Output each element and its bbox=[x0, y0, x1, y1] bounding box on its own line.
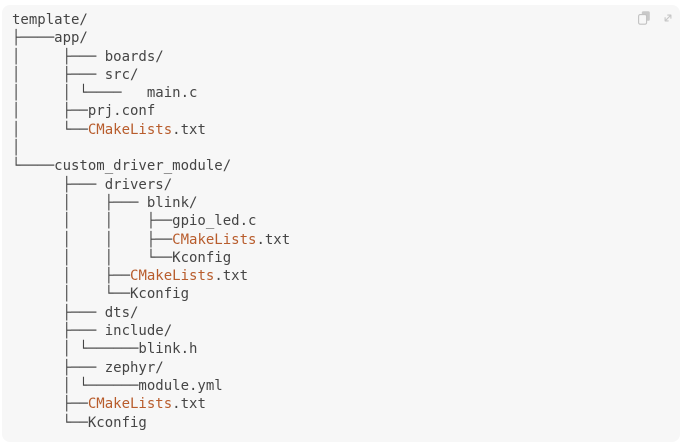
tree-line: │ │ ├──gpio_led.c bbox=[12, 212, 290, 230]
tree-line: ├─── zephyr/ bbox=[12, 359, 290, 377]
tree-text-segment: ├────app/ bbox=[12, 30, 88, 47]
file-tree: template/ ├────app/│ ├─── boards/│ ├─── s… bbox=[12, 11, 290, 432]
tree-line: │ ├─── boards/ bbox=[12, 48, 290, 66]
tree-text-segment: └────custom_driver_module/ bbox=[12, 158, 232, 175]
tree-text-segment: │ ├─── src/ bbox=[12, 66, 139, 83]
tree-text-segment: ├── bbox=[12, 396, 88, 413]
highlighted-token: CMakeLists bbox=[87, 396, 173, 413]
tree-text-segment: │ ├─── boards/ bbox=[12, 48, 164, 65]
tree-text-segment: .txt bbox=[172, 121, 206, 138]
tree-line: │ │ ├──CMakeLists.txt bbox=[12, 231, 291, 249]
tree-text-segment: ├─── include/ bbox=[12, 323, 173, 340]
expand-icon bbox=[662, 12, 674, 27]
tree-text-segment: │ │ ├──gpio_led.c bbox=[12, 213, 257, 230]
tree-line: │ ├──prj.conf bbox=[12, 102, 290, 120]
tree-line: ├──CMakeLists.txt bbox=[12, 395, 290, 413]
tree-line: │ │ └──Kconfig bbox=[12, 249, 290, 267]
code-toolbar bbox=[637, 10, 674, 25]
tree-line: │ └──Kconfig bbox=[12, 285, 290, 303]
tree-line: template/ bbox=[12, 11, 290, 29]
tree-line: │ ├──CMakeLists.txt bbox=[12, 267, 290, 285]
tree-text-segment: template/ bbox=[12, 12, 88, 28]
tree-text-segment: ├─── zephyr/ bbox=[12, 359, 164, 376]
tree-text-segment: │ │ └──── main.c bbox=[12, 85, 198, 102]
copy-button[interactable] bbox=[637, 10, 651, 25]
tree-line: ├─── drivers/ bbox=[12, 176, 290, 194]
tree-text-segment: ├─── drivers/ bbox=[12, 176, 173, 193]
tree-text-segment: .txt bbox=[214, 268, 249, 285]
tree-line: ├─── dts/ bbox=[12, 304, 290, 322]
tree-text-segment: │ │ ├── bbox=[12, 231, 173, 248]
tree-text-segment: │ ├─── blink/ bbox=[12, 194, 198, 211]
highlighted-token: CMakeLists bbox=[130, 268, 215, 285]
tree-line: │ └──CMakeLists.txt bbox=[12, 121, 290, 139]
tree-text-segment: .txt bbox=[172, 396, 206, 413]
tree-text-segment: .txt bbox=[256, 231, 291, 248]
tree-text-segment: ├─── dts/ bbox=[12, 304, 139, 321]
highlighted-token: CMakeLists bbox=[172, 231, 257, 248]
tree-text-segment: │ ├──prj.conf bbox=[12, 103, 156, 120]
expand-button[interactable] bbox=[662, 12, 674, 24]
tree-text-segment: │ └── bbox=[12, 121, 88, 138]
code-block: template/ ├────app/│ ├─── boards/│ ├─── s… bbox=[2, 5, 680, 442]
tree-text-segment: │ └──────module.yml bbox=[12, 377, 223, 394]
tree-text-segment: │ │ └──Kconfig bbox=[12, 249, 232, 266]
tree-line: │ │ └──── main.c bbox=[12, 84, 290, 102]
tree-line: │ ├─── src/ bbox=[12, 66, 290, 84]
tree-text-segment: │ bbox=[12, 140, 21, 157]
tree-line: ├─── include/ bbox=[12, 322, 290, 340]
tree-line: │ bbox=[12, 139, 290, 157]
tree-text-segment: └──Kconfig bbox=[12, 414, 147, 431]
highlighted-token: CMakeLists bbox=[87, 121, 173, 138]
tree-line: ├────app/ bbox=[12, 29, 290, 47]
tree-line: │ └──────blink.h bbox=[12, 340, 290, 358]
tree-line: │ └──────module.yml bbox=[12, 377, 290, 395]
tree-line: └──Kconfig bbox=[12, 414, 290, 432]
tree-line: │ ├─── blink/ bbox=[12, 194, 290, 212]
copy-icon bbox=[637, 11, 651, 28]
tree-line: └────custom_driver_module/ bbox=[12, 157, 290, 175]
tree-text-segment: │ └──────blink.h bbox=[12, 341, 198, 358]
tree-text-segment: │ └──Kconfig bbox=[12, 286, 190, 303]
tree-text-segment: │ ├── bbox=[12, 268, 131, 285]
